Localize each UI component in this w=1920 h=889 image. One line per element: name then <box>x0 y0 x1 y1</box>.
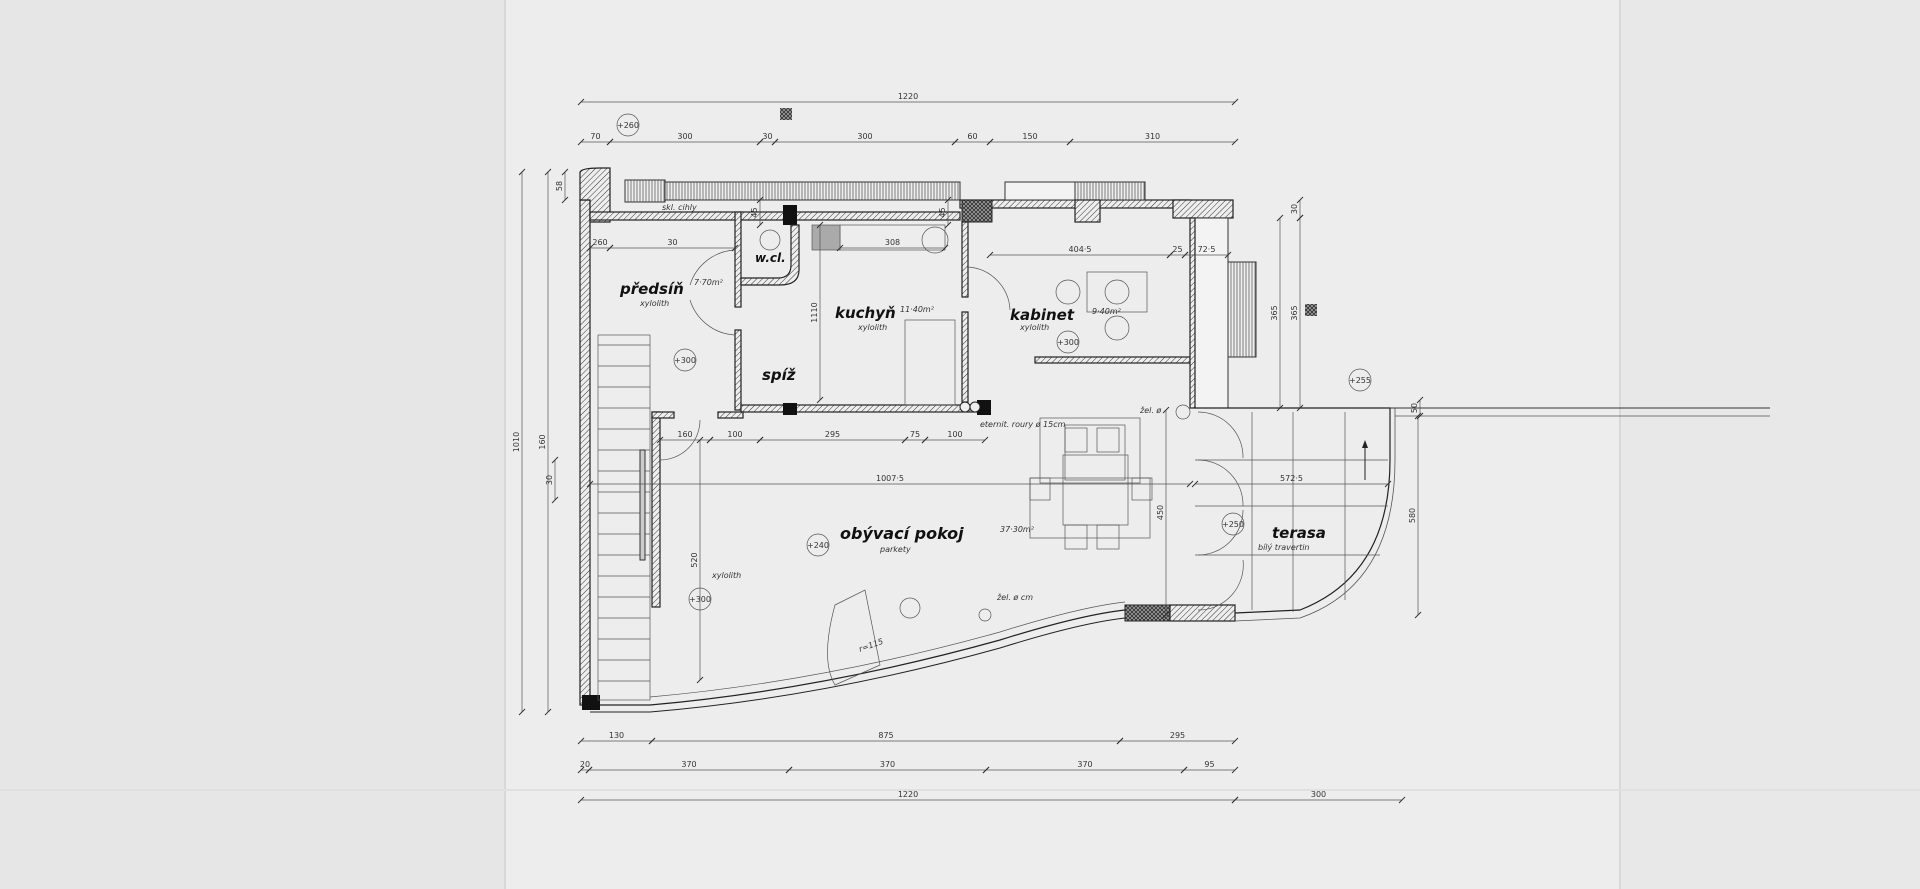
note-radius: r=115 <box>858 637 885 654</box>
dimension-label: 300 <box>1311 790 1326 799</box>
room-kabinet-area: 9·40m² <box>1092 307 1122 316</box>
room-predsin-name: předsíň <box>619 280 684 298</box>
dimension-lines: 1220 70 300 30 300 60 150 310 130 875 295 20 370 370 3… <box>512 92 1424 804</box>
level-marker: +300 <box>673 348 697 372</box>
level-value: +255 <box>1349 376 1371 385</box>
room-kuchyn-floor: xylolith <box>857 323 887 332</box>
level-markers: +260 +300 +300 +240 +300 +250 +255 <box>616 113 1372 611</box>
dimension-label: 580 <box>1408 508 1417 523</box>
dimension-label: 30 <box>545 475 554 485</box>
level-marker: +260 <box>616 113 640 137</box>
dimension-label: 1010 <box>512 432 521 452</box>
level-marker: +240 <box>806 533 830 557</box>
level-marker: +255 <box>1348 368 1372 392</box>
dimension-label: 130 <box>609 731 624 740</box>
dimension-label: 1110 <box>810 302 819 322</box>
paper-panel-left <box>0 0 505 889</box>
room-obyvaci-name: obývací pokoj <box>840 524 964 543</box>
room-terasa-name: terasa <box>1272 524 1326 542</box>
room-kabinet-name: kabinet <box>1010 306 1075 324</box>
level-marker: +300 <box>1056 330 1080 354</box>
room-predsin-area: 7·70m² <box>694 278 724 287</box>
room-terasa-floor: bílý travertin <box>1258 543 1310 552</box>
dimension-label: 370 <box>1077 760 1092 769</box>
level-value: +300 <box>689 595 711 604</box>
dimension-label: 150 <box>1022 132 1037 141</box>
note-glass-bricks: skl. cihly <box>662 203 697 212</box>
dimension-label: 70 <box>590 132 600 141</box>
level-value: +300 <box>1057 338 1079 347</box>
dimension-label: 365 <box>1270 305 1279 320</box>
grid-marker-icon <box>1305 304 1317 316</box>
dimension-label: 160 <box>538 434 547 449</box>
dimension-label: 365 <box>1290 305 1299 320</box>
dimension-label: 20 <box>580 760 590 769</box>
dimension-label: 30 <box>1290 204 1299 214</box>
room-kabinet-floor: xylolith <box>1019 323 1049 332</box>
room-wc-name: w.cl. <box>755 251 786 265</box>
level-marker: +300 <box>688 587 712 611</box>
level-value: +240 <box>807 541 829 550</box>
dimension-label: 450 <box>1156 505 1165 520</box>
level-marker: +250 <box>1221 512 1245 536</box>
dimension-label: 95 <box>1204 760 1214 769</box>
dimension-label: 300 <box>857 132 872 141</box>
dimension-label: 72·5 <box>1198 245 1216 254</box>
room-hall-floor: xylolith <box>711 571 741 580</box>
dimension-label: 100 <box>727 430 742 439</box>
dimension-label: 300 <box>677 132 692 141</box>
dimension-label: 45 <box>750 207 759 217</box>
dimension-label: 875 <box>878 731 893 740</box>
dimension-label: 308 <box>885 238 900 247</box>
note-pipes: eternit. roury ø 15cm <box>980 420 1066 429</box>
dimension-label: 160 <box>677 430 692 439</box>
paper-panel-right <box>1620 0 1920 889</box>
note-steel-column-2: žel. ø cm <box>996 593 1033 602</box>
dimension-label: 310 <box>1145 132 1160 141</box>
dimension-label: 520 <box>690 552 699 567</box>
dimension-label: 295 <box>1170 731 1185 740</box>
dimension-label: 30 <box>762 132 772 141</box>
room-obyvaci-area: 37·30m² <box>1000 525 1035 534</box>
dimension-label: 370 <box>681 760 696 769</box>
dimension-label: 100 <box>947 430 962 439</box>
dimension-label: 58 <box>555 181 564 191</box>
level-value: +260 <box>617 121 639 130</box>
dimension-label: 260 <box>592 238 607 247</box>
dimension-label: 25 <box>1172 245 1182 254</box>
dimension-label: 75 <box>910 430 920 439</box>
furniture <box>759 224 1153 686</box>
dimension-label: 30 <box>667 238 677 247</box>
room-kuchyn-area: 11·40m² <box>900 305 935 314</box>
room-spiz-name: spíž <box>762 366 796 384</box>
staircase <box>597 334 651 701</box>
dimension-label: 1007·5 <box>876 474 904 483</box>
room-predsin-floor: xylolith <box>639 299 669 308</box>
dimension-label: 295 <box>825 430 840 439</box>
dimension-label: 1220 <box>898 92 918 101</box>
room-obyvaci-floor: parkety <box>879 545 911 554</box>
note-steel-column: žel. ø <box>1139 406 1161 415</box>
room-kuchyn-name: kuchyň <box>835 304 896 322</box>
dimension-label: 370 <box>880 760 895 769</box>
dimension-label: 50 <box>1410 403 1419 413</box>
north-marker-icon <box>780 108 792 120</box>
dimension-label: 60 <box>967 132 977 141</box>
level-value: +250 <box>1222 520 1244 529</box>
room-labels: předsíň 7·70m² xylolith w.cl. kuchyň 11·… <box>619 251 1326 580</box>
walls <box>579 167 1770 713</box>
dimension-label: 45 <box>938 207 947 217</box>
dimension-label: 1220 <box>898 790 918 799</box>
dimension-label: 404·5 <box>1069 245 1092 254</box>
dimension-label: 572·5 <box>1280 474 1303 483</box>
level-value: +300 <box>674 356 696 365</box>
